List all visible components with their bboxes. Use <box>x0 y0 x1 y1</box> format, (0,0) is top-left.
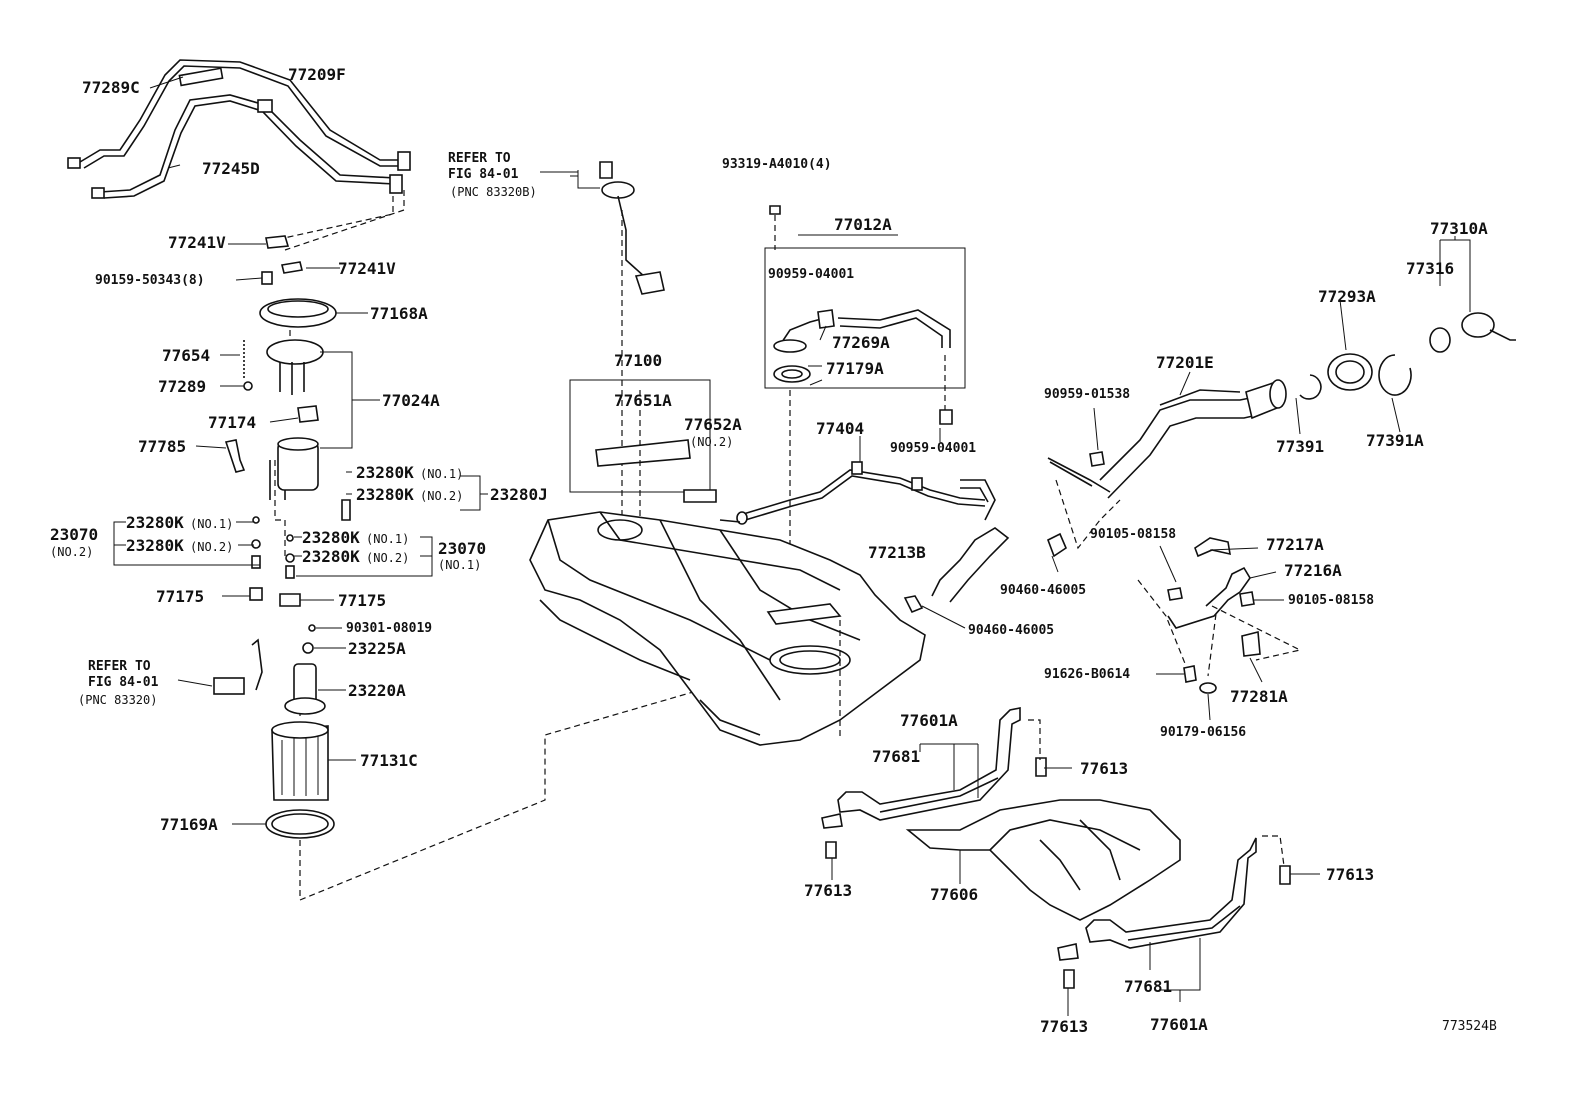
label-23280K-no1-c: 23280K <box>302 528 360 547</box>
sub-no2-a: (NO.2) <box>420 489 463 503</box>
label-77245D: 77245D <box>202 159 260 178</box>
label-77404: 77404 <box>816 419 864 438</box>
label-90105-08158-b: 90105-08158 <box>1288 593 1374 608</box>
ref-fig84-01-b-line2: FIG 84-01 <box>88 675 159 690</box>
label-90301-08019: 90301-08019 <box>346 621 432 636</box>
ref-fig84-01-a-line3: (PNC 83320B) <box>450 185 537 199</box>
label-23280K-no2-c: 23280K <box>302 547 360 566</box>
label-77289: 77289 <box>158 377 206 396</box>
label-77681-a: 77681 <box>872 747 920 766</box>
label-77613-a: 77613 <box>1080 759 1128 778</box>
label-77209F: 77209F <box>288 65 346 84</box>
label-23070-a: 23070 <box>50 525 98 544</box>
filler-pipe-brackets <box>1167 537 1261 694</box>
fuel-line-assembly <box>67 59 411 199</box>
label-90159-50343: 90159-50343(8) <box>95 273 205 288</box>
label-77012A: 77012A <box>834 215 892 234</box>
sub-no2-77652A: (NO.2) <box>690 435 733 449</box>
fuel-tank <box>529 511 926 746</box>
label-77168A: 77168A <box>370 304 428 323</box>
label-77131C: 77131C <box>360 751 418 770</box>
fuel-pump-assembly <box>213 235 351 839</box>
label-77601A-b: 77601A <box>1150 1015 1208 1034</box>
sub-no2-b: (NO.2) <box>190 540 233 554</box>
label-90460-46005-a: 90460-46005 <box>1000 583 1086 598</box>
label-23220A: 23220A <box>348 681 406 700</box>
label-23280K-no1-b: 23280K <box>126 513 184 532</box>
label-77175-b: 77175 <box>338 591 386 610</box>
ref-fig84-01-a-line2: FIG 84-01 <box>448 167 519 182</box>
label-90959-04001-a: 90959-04001 <box>768 267 854 282</box>
label-77391A: 77391A <box>1366 431 1424 450</box>
ref-fig84-01-b-line1: REFER TO <box>88 659 151 674</box>
label-77654: 77654 <box>162 346 210 365</box>
label-77217A: 77217A <box>1266 535 1324 554</box>
label-77281A: 77281A <box>1230 687 1288 706</box>
label-77269A: 77269A <box>832 333 890 352</box>
label-77316: 77316 <box>1406 259 1454 278</box>
sub-no1-b: (NO.1) <box>190 517 233 531</box>
label-23070-b: 23070 <box>438 539 486 558</box>
label-77213B: 77213B <box>868 543 926 562</box>
label-77175-a: 77175 <box>156 587 204 606</box>
label-77606: 77606 <box>930 885 978 904</box>
label-77681-b: 77681 <box>1124 977 1172 996</box>
label-23225A: 23225A <box>348 639 406 658</box>
label-77651A: 77651A <box>614 391 672 410</box>
label-93319-A4010: 93319-A4010(4) <box>722 157 832 172</box>
sub-no1-c: (NO.1) <box>366 532 409 546</box>
label-77613-b: 77613 <box>804 881 852 900</box>
label-77174: 77174 <box>208 413 256 432</box>
label-77293A: 77293A <box>1318 287 1376 306</box>
label-23280K-no1-a: 23280K <box>356 463 414 482</box>
label-77169A: 77169A <box>160 815 218 834</box>
label-77216A: 77216A <box>1284 561 1342 580</box>
label-77201E: 77201E <box>1156 353 1214 372</box>
ref-fig84-01-b-line3: (PNC 83320) <box>78 693 157 707</box>
filler-hose-set <box>773 309 951 383</box>
tank-straps <box>821 707 1257 961</box>
tank-protector <box>905 799 1181 921</box>
sub-no2-c: (NO.2) <box>366 551 409 565</box>
label-77613-d: 77613 <box>1040 1017 1088 1036</box>
label-77100: 77100 <box>614 351 662 370</box>
ref-fig84-01-a-line1: REFER TO <box>448 151 511 166</box>
label-77024A: 77024A <box>382 391 440 410</box>
sub-no1-23070: (NO.1) <box>438 558 481 572</box>
label-91626-B0614: 91626-B0614 <box>1044 667 1130 682</box>
label-77179A: 77179A <box>826 359 884 378</box>
label-77241V-b: 77241V <box>338 259 396 278</box>
label-77310A: 77310A <box>1430 219 1488 238</box>
label-77601A-a: 77601A <box>900 711 958 730</box>
label-77785: 77785 <box>138 437 186 456</box>
vent-tube <box>719 461 996 525</box>
label-23280J: 23280J <box>490 485 548 504</box>
leader-lines <box>149 76 1401 1016</box>
label-90179-06156: 90179-06156 <box>1160 725 1246 740</box>
label-77652A: 77652A <box>684 415 742 434</box>
label-90460-46005-b: 90460-46005 <box>968 623 1054 638</box>
label-23280K-no2-b: 23280K <box>126 536 184 555</box>
sub-no2-23070: (NO.2) <box>50 545 93 559</box>
label-77613-c: 77613 <box>1326 865 1374 884</box>
sub-no1-a: (NO.1) <box>420 467 463 481</box>
label-90959-01538: 90959-01538 <box>1044 387 1130 402</box>
filler-pipe <box>1047 379 1287 499</box>
fuel-sender <box>599 161 665 295</box>
label-90105-08158-a: 90105-08158 <box>1090 527 1176 542</box>
label-90959-04001-b: 90959-04001 <box>890 441 976 456</box>
diagram-id: 773524B <box>1442 1019 1497 1034</box>
label-77391: 77391 <box>1276 437 1324 456</box>
label-77289C: 77289C <box>82 78 140 97</box>
label-23280K-no2-a: 23280K <box>356 485 414 504</box>
label-77241V-a: 77241V <box>168 233 226 252</box>
